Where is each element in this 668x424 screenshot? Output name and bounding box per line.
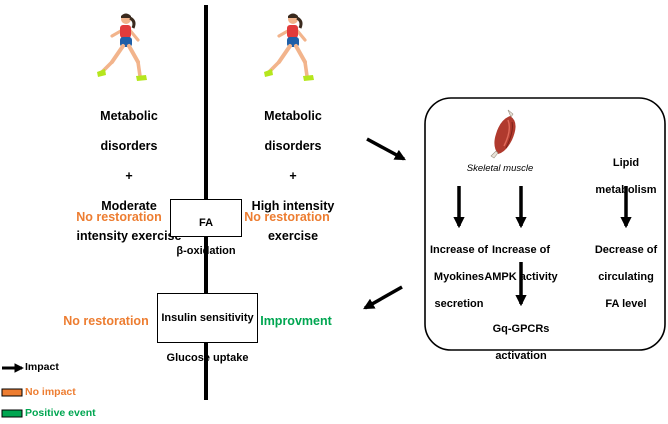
skeletal-muscle-icon <box>490 109 516 159</box>
circulating-fa-level-label: Decrease of circulating FA level <box>594 243 658 310</box>
insulin-left-outcome: No restoration <box>63 314 149 328</box>
runner-icon <box>97 13 147 81</box>
legend-no-impact-label: No impact <box>25 386 76 398</box>
legend-no-impact-swatch <box>1 388 23 397</box>
skeletal-muscle-label: Skeletal muscle <box>466 163 534 174</box>
fa-beta-oxidation-box: FA β-oxidation <box>170 199 242 257</box>
insulin-glucose-box: Insulin sensitivity Glucose uptake <box>157 293 258 364</box>
legend-impact-label: Impact <box>25 361 59 373</box>
runner-icon <box>264 13 314 81</box>
fa-left-outcome: No restoration <box>76 210 162 224</box>
fa-right-outcome: No restoration <box>244 210 330 224</box>
arrow-into-panel <box>366 137 406 161</box>
gq-gpcrs-activation-label: Gq-GPCRs activation <box>492 322 550 362</box>
skeletal-muscle-panel <box>424 97 666 351</box>
right-condition-title: Metabolic disorders + High intensity exe… <box>251 109 335 243</box>
insulin-right-outcome: Improvment <box>260 314 332 328</box>
myokines-secretion-label: Increase of Myokines secretion <box>429 243 489 310</box>
ampk-activity-label: Increase of AMPK activity <box>484 243 558 283</box>
arrow-out-of-panel <box>363 285 403 310</box>
lipid-metabolism-label: Lipid metabolism <box>595 156 657 196</box>
legend-positive-event-label: Positive event <box>25 407 96 419</box>
left-condition-title: Metabolic disorders + Moderate intensity… <box>76 109 182 243</box>
legend-positive-swatch <box>1 409 23 418</box>
